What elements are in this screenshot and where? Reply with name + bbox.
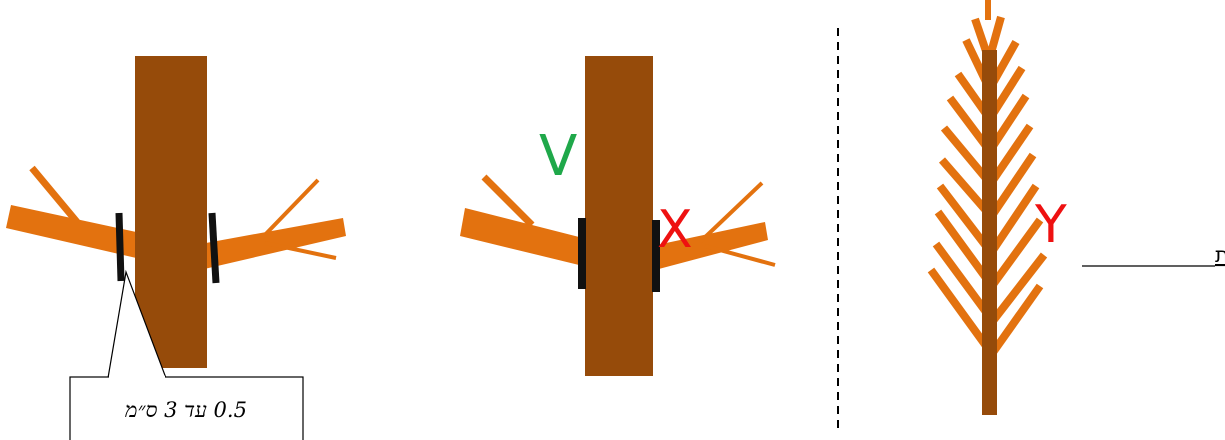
tree-mark: Y <box>1034 195 1067 255</box>
tree-trunk <box>982 50 997 415</box>
tree-shape-label: צורה צריפית <box>1215 243 1225 267</box>
correct-mark: V <box>539 124 577 189</box>
tree-branch <box>936 244 989 316</box>
wrong-mark: X <box>657 200 693 260</box>
left-branch <box>6 205 150 260</box>
panel-cut-distance <box>6 56 346 368</box>
panel-correct-wrong <box>460 56 775 376</box>
trunk-1 <box>135 56 207 368</box>
callout-text: 0.5 עד 3 ס״מ <box>125 398 247 422</box>
trunk-2 <box>585 56 653 376</box>
cut-mark-left <box>119 213 121 281</box>
tree-branch <box>940 186 989 250</box>
cut-mark-right <box>212 213 216 283</box>
right-twig-lower-2 <box>705 246 775 265</box>
